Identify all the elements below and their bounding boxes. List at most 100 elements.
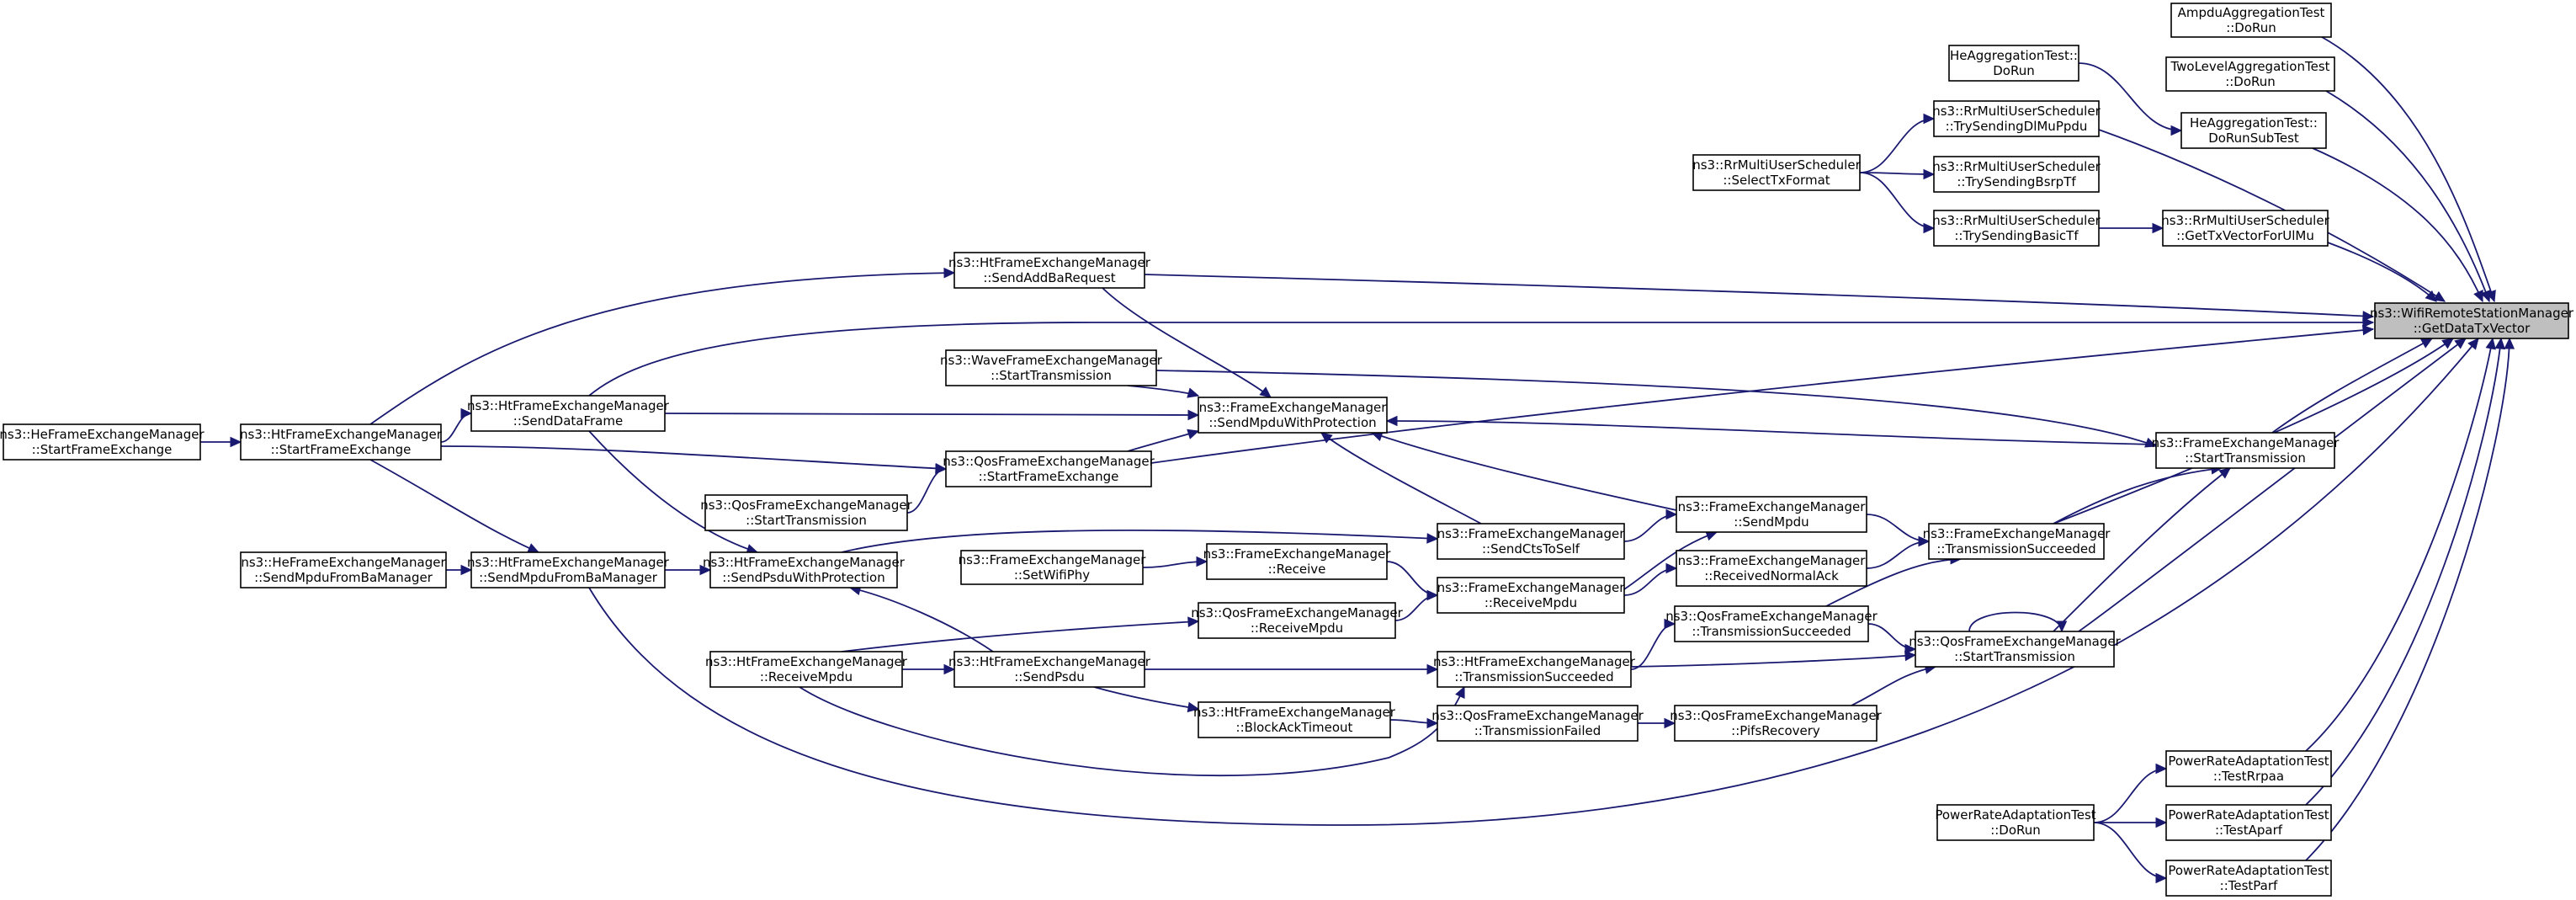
edge-ht_addba-to-root (1144, 274, 2375, 322)
node-qos_starttx[interactable]: ns3::QosFrameExchangeManager::StartTrans… (700, 494, 913, 531)
node-qos_startfe[interactable]: ns3::QosFrameExchangeManager::StartFrame… (943, 450, 1155, 487)
edge-qos_starttx2-to-qos_starttx2 (1968, 611, 2068, 633)
node-fem_recvnormal[interactable]: ns3::FrameExchangeManager::ReceivedNorma… (1676, 550, 1867, 587)
node-twolevel[interactable]: TwoLevelAggregationTest::DoRun (2165, 56, 2335, 92)
node-ht_sendpsduprot[interactable]: ns3::HtFrameExchangeManager::SendPsduWit… (703, 551, 906, 588)
arrowhead-icon (943, 267, 956, 279)
arrowhead-icon (1455, 685, 1465, 699)
node-root[interactable]: ns3::WifiRemoteStationManager::GetDataTx… (2370, 302, 2574, 339)
arrowhead-icon (2480, 290, 2491, 303)
node-fem_setwifiphy[interactable]: ns3::FrameExchangeManager::SetWifiPhy (959, 550, 1147, 585)
node-label-line: AmpduAggregationTest (2178, 5, 2325, 20)
node-label-line: ::SendPsdu (1014, 669, 1085, 684)
node-label-line: ::SendDataFrame (513, 413, 623, 429)
node-rr_dlmu[interactable]: ns3::RrMultiUserScheduler::TrySendingDlM… (1932, 100, 2101, 137)
node-box (240, 423, 442, 461)
node-label-line: ::SendAddBaRequest (983, 270, 1115, 285)
node-label-line: ::StartTransmission (1954, 649, 2075, 664)
node-ht_startfe[interactable]: ns3::HtFrameExchangeManager::StartFrameE… (240, 423, 443, 461)
node-box (470, 551, 666, 588)
node-fem_receive[interactable]: ns3::FrameExchangeManager::Receive (1203, 543, 1392, 580)
node-label-line: ns3::RrMultiUserScheduler (2161, 213, 2329, 228)
node-ht_addba[interactable]: ns3::HtFrameExchangeManager::SendAddBaRe… (948, 252, 1151, 289)
node-box (953, 651, 1145, 688)
node-label-line: ::DoRun (1990, 823, 2041, 838)
node-fem_cts[interactable]: ns3::FrameExchangeManager::SendCtsToSelf (1437, 523, 1626, 560)
node-pra_dorun[interactable]: PowerRateAdaptationTest::DoRun (1935, 804, 2096, 841)
node-box (470, 395, 666, 432)
node-wave_start[interactable]: ns3::WaveFrameExchangeManager::StartTran… (940, 349, 1163, 386)
node-label-line: HeAggregationTest:: (1950, 48, 2078, 63)
node-box (709, 651, 903, 688)
node-he_sendfromba[interactable]: ns3::HeFrameExchangeManager::SendMpduFro… (240, 551, 447, 588)
node-label-line: ::ReceiveMpdu (1485, 595, 1577, 610)
node-ht_bato[interactable]: ns3::HtFrameExchangeManager::BlockAckTim… (1193, 701, 1396, 738)
node-ht_senddata[interactable]: ns3::HtFrameExchangeManager::SendDataFra… (467, 395, 670, 432)
node-label-line: PowerRateAdaptationTest (2168, 807, 2329, 823)
arrowhead-icon (2433, 290, 2446, 302)
node-pra_parf[interactable]: PowerRateAdaptationTest::TestParf (2165, 860, 2332, 897)
node-label-line: ::TestParf (2220, 878, 2278, 893)
node-pra_rrpaa[interactable]: PowerRateAdaptationTest::TestRrpaa (2165, 750, 2332, 787)
node-qos_pifs[interactable]: ns3::QosFrameExchangeManager::PifsRecove… (1670, 705, 1883, 742)
node-box (960, 550, 1144, 585)
node-label-line: ns3::FrameExchangeManager (1437, 526, 1626, 541)
edge-pra_parf-to-root (2305, 337, 2515, 861)
node-qos_txfail[interactable]: ns3::QosFrameExchangeManager::Transmissi… (1431, 705, 1644, 742)
node-label-line: ns3::FrameExchangeManager (1437, 580, 1626, 595)
node-fem_starttx[interactable]: ns3::FrameExchangeManager::StartTransmis… (2152, 432, 2340, 469)
edge-ht_sendpsduprot-to-fem_cts (841, 529, 1439, 553)
node-label-line: ns3::QosFrameExchangeManager (943, 454, 1155, 469)
node-ht_sendfromba[interactable]: ns3::HtFrameExchangeManager::SendMpduFro… (467, 551, 670, 588)
node-he_startfe[interactable]: ns3::HeFrameExchangeManager::StartFrameE… (0, 423, 204, 461)
node-label-line: ns3::HtFrameExchangeManager (240, 427, 443, 442)
node-ht_txsucc[interactable]: ns3::HtFrameExchangeManager::Transmissio… (1433, 651, 1636, 688)
node-box (1948, 45, 2079, 82)
arrowhead-icon (1923, 113, 1936, 125)
edge-ht_senddata-to-fem_sendprot (664, 409, 1200, 421)
call-nodes: ns3::WifiRemoteStationManager::GetDataTx… (0, 3, 2574, 897)
node-fem_sendmpdu[interactable]: ns3::FrameExchangeManager::SendMpdu (1676, 496, 1867, 533)
node-label-line: ::TransmissionSucceeded (1936, 541, 2095, 557)
node-heagg[interactable]: HeAggregationTest::DoRun (1948, 45, 2079, 82)
arrowhead-icon (2473, 290, 2483, 303)
node-label-line: ::BlockAckTimeout (1236, 720, 1353, 735)
node-pra_aparf[interactable]: PowerRateAdaptationTest::TestAparf (2165, 804, 2332, 841)
arrowhead-icon (2056, 620, 2068, 633)
node-qos_txsucc[interactable]: ns3::QosFrameExchangeManager::Transmissi… (1665, 605, 1878, 642)
node-fem_sendprot[interactable]: ns3::FrameExchangeManager::SendMpduWithP… (1198, 397, 1388, 434)
edge-pra_dorun-to-pra_parf (2093, 822, 2168, 884)
node-qos_recvmpdu[interactable]: ns3::QosFrameExchangeManager::ReceiveMpd… (1191, 602, 1404, 639)
edge-fem_recvmpdu-to-fem_recvnormal (1623, 562, 1678, 596)
node-rr_getul[interactable]: ns3::RrMultiUserScheduler::GetTxVectorFo… (2161, 210, 2330, 247)
node-heaggsub[interactable]: HeAggregationTest::DoRunSubTest (2180, 112, 2327, 149)
arrowhead-icon (2155, 763, 2168, 775)
arrowhead-icon (2441, 338, 2454, 349)
node-rr_bsrp[interactable]: ns3::RrMultiUserScheduler::TrySendingBsr… (1932, 156, 2101, 193)
edge-rr_selecttx-to-rr_dlmu (1859, 113, 1936, 173)
node-label-line: ::TrySendingDlMuPpdu (1946, 119, 2088, 134)
edge-ht_sendpsdu-to-ht_sendpsduprot (848, 584, 994, 652)
arrowhead-icon (2144, 437, 2158, 448)
node-rr_selecttx[interactable]: ns3::RrMultiUserScheduler::SelectTxForma… (1692, 154, 1862, 191)
node-box (1674, 605, 1869, 642)
node-qos_starttx2[interactable]: ns3::QosFrameExchangeManager::StartTrans… (1909, 631, 2122, 668)
edge-ht_bato-to-qos_txfail (1389, 717, 1439, 729)
node-label-line: ns3::HtFrameExchangeManager (703, 555, 906, 570)
edge-pra_dorun-to-pra_aparf (2094, 817, 2168, 828)
edge-heagg-to-heaggsub (2078, 62, 2183, 136)
node-label-line: ::GetDataTxVector (2414, 321, 2531, 336)
edge-qos_startfe-to-fem_sendprot (1127, 429, 1200, 452)
edge-ht_sendpsdu-to-ht_bato (1093, 686, 1200, 713)
node-box (1437, 651, 1632, 688)
node-ht_sendpsdu[interactable]: ns3::HtFrameExchangeManager::SendPsdu (948, 651, 1151, 688)
node-fem_recvmpdu[interactable]: ns3::FrameExchangeManager::ReceiveMpdu (1437, 577, 1626, 614)
arrowhead-icon (1385, 415, 1398, 427)
node-rr_basic[interactable]: ns3::RrMultiUserScheduler::TrySendingBas… (1932, 210, 2101, 247)
node-ampdu[interactable]: AmpduAggregationTest::DoRun (2170, 3, 2332, 38)
arrowhead-icon (2494, 337, 2505, 350)
node-box (1676, 496, 1867, 533)
node-label-line: ::SelectTxFormat (1723, 173, 1830, 188)
node-fem_txsucc[interactable]: ns3::FrameExchangeManager::TransmissionS… (1923, 523, 2111, 560)
node-ht_recvmpdu[interactable]: ns3::HtFrameExchangeManager::ReceiveMpdu (705, 651, 908, 688)
